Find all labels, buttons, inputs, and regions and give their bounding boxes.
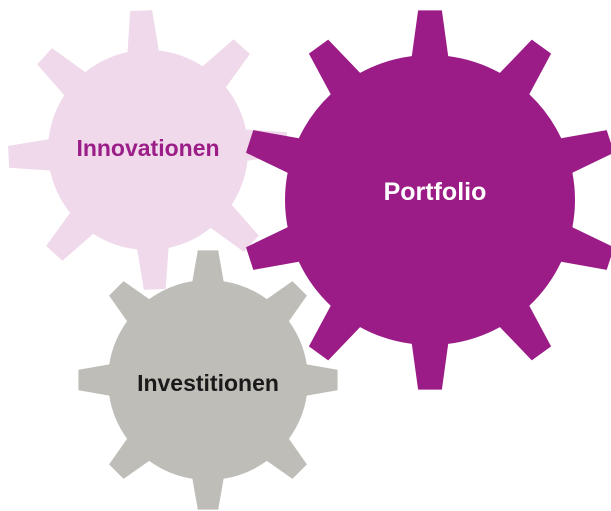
gear-innovationen-shape: [8, 10, 288, 290]
gear-innovationen-label: Innovationen: [76, 135, 219, 161]
gear-investitionen-shape: [78, 250, 338, 510]
gear-investitionen-label: Investitionen: [137, 370, 279, 396]
gear-portfolio: Portfolio: [246, 10, 611, 390]
gear-portfolio-label: Portfolio: [384, 178, 487, 206]
gear-innovationen: Innovationen: [8, 10, 288, 290]
gear-portfolio-shape: [246, 10, 611, 390]
gear-investitionen: Investitionen: [78, 250, 338, 510]
